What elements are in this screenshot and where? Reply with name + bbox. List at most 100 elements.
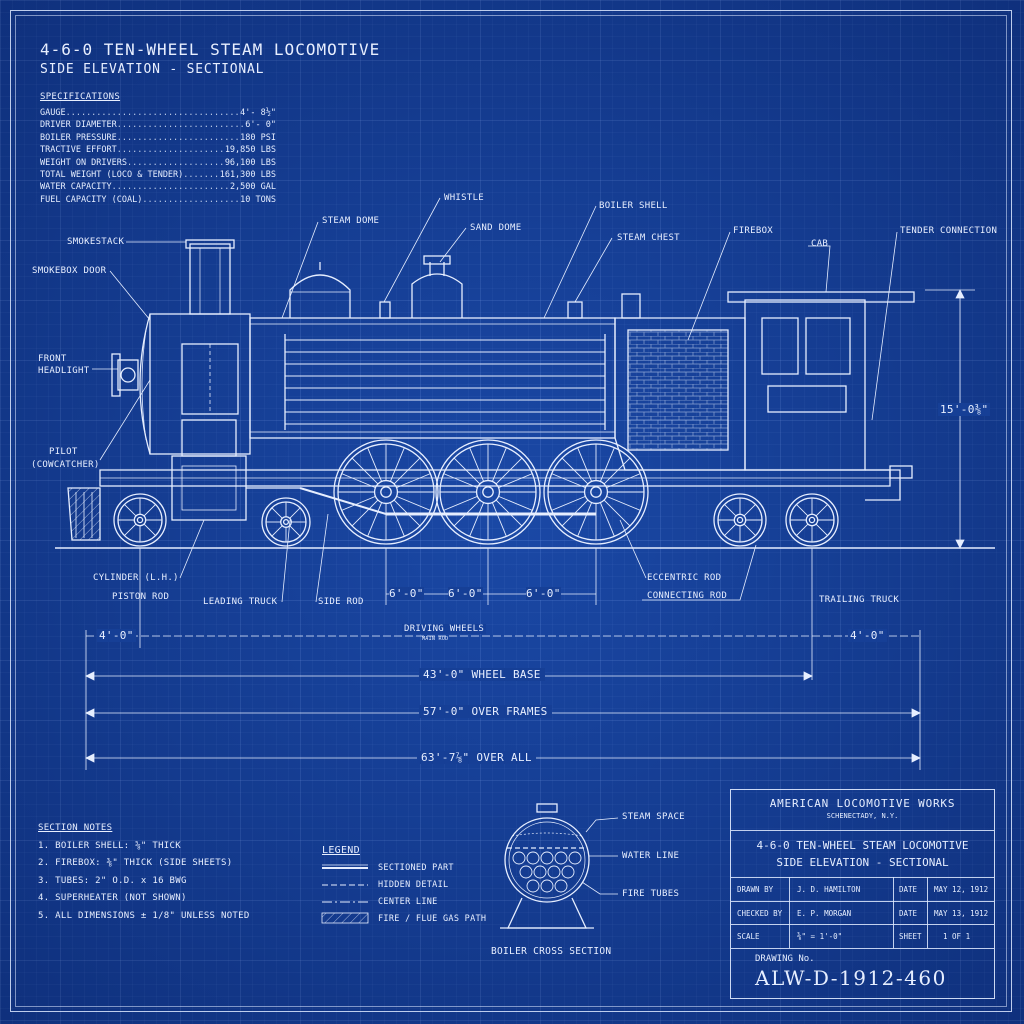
spec-row: TRACTIVE EFFORT.........................… [40,145,276,155]
sheet-label: SHEET [899,932,922,941]
label-front-headlight: FRONT [38,354,67,364]
spec-label: GAUGE [40,108,66,118]
label-boiler-shell: BOILER SHELL [599,201,668,211]
fire-tube [554,879,568,893]
spec-row: FUEL CAPACITY (COAL)....................… [40,195,276,205]
section-notes-heading: SECTION NOTES [38,823,113,833]
spec-row: BOILER PRESSURE.........................… [40,133,276,143]
drawn-by-value: J. D. HAMILTON [797,885,861,894]
label-smokestack: SMOKESTACK [67,237,125,247]
spec-label: WATER CAPACITY [40,182,112,193]
drawing-number: ALW-D-1912-460 [755,966,947,990]
label-smokebox-door: SMOKEBOX DOOR [32,266,107,276]
label-piston-rod: PISTON ROD [112,592,170,602]
label-steam-space: STEAM SPACE [622,812,685,822]
drawn-date-value: MAY 12, 1912 [934,885,989,894]
section-note: 3. TUBES: 2" O.D. x 16 BWG [38,876,187,886]
label-eccentric-rod: ECCENTRIC ROD [647,573,722,583]
drawn-by-label: DRAWN BY [737,885,774,894]
legend-item: HIDDEN DETAIL [378,880,449,890]
spec-row: DRIVER DIAMETER.........................… [40,120,276,130]
label-steam-dome: STEAM DOME [322,216,380,226]
legend-item: CENTER LINE [378,897,438,907]
dim-driver-spacing-2: 6'-0" [448,587,483,600]
section-note: 1. BOILER SHELL: ⅝" THICK [38,841,181,851]
driving-wheel [543,439,649,545]
scale-label: SCALE [737,932,760,941]
spec-row: WATER CAPACITY..........................… [40,182,276,192]
spec-row: GAUGE...................................… [40,108,276,118]
spec-label: DRIVER DIAMETER [40,120,117,131]
spec-leader-dots: ........................................… [116,120,246,131]
label-steam-chest: STEAM CHEST [617,233,680,243]
fire-tube [540,851,554,865]
checked-by-value: E. P. MORGAN [797,909,852,918]
label-driving-wheels-sub: MAIN ROD [422,636,449,642]
label-tender-connection: TENDER CONNECTION [900,226,998,236]
dim-driver-spacing-1: 6'-0" [389,587,424,600]
dim-driver-spacing-3: 6'-0" [526,587,561,600]
title-block-divider [731,877,994,878]
title-block-divider [731,924,994,925]
section-note: 5. ALL DIMENSIONS ± 1/8" UNLESS NOTED [38,911,250,921]
drawing-subtitle: SIDE ELEVATION - SECTIONAL [40,62,265,77]
date-label: DATE [899,885,918,894]
checked-date-value: MAY 13, 1912 [934,909,989,918]
spec-value: 4'- 8½" [240,108,276,118]
legend-heading: LEGEND [322,845,360,856]
fire-tube [526,851,540,865]
fire-tube [512,851,526,865]
driving-wheel [435,439,541,545]
title-block-divider [893,877,894,948]
dim-rear-overhang: 4'-0" [848,629,887,642]
label-connecting-rod: CONNECTING ROD [647,591,728,601]
fire-tube [547,865,561,879]
title-block-divider [731,948,994,949]
leading-wheel [261,497,311,547]
spec-label: BOILER PRESSURE [40,132,117,143]
company-name: AMERICAN LOCOMOTIVE WORKS [769,797,956,810]
dim-height: 15'-0⅜" [938,403,991,416]
spec-leader-dots: ........................................… [111,182,230,193]
title-block-divider [731,830,994,831]
cross-section-caption: BOILER CROSS SECTION [491,946,612,957]
label-pilot-2: (COWCATCHER) [31,460,100,470]
fire-tube [519,865,533,879]
date-label: DATE [899,909,918,918]
label-leading-truck: LEADING TRUCK [203,597,278,607]
label-side-rod: SIDE ROD [318,597,364,607]
label-firebox: FIREBOX [733,226,774,236]
spec-leader-dots: ........................................… [65,108,241,118]
sheet-value: 1 OF 1 [943,932,971,941]
spec-label: WEIGHT ON DRIVERS [40,157,127,168]
block-title-2: SIDE ELEVATION - SECTIONAL [776,856,949,869]
fire-tube [526,879,540,893]
trailing-wheel [713,493,767,547]
spec-value: 6'- 0" [245,120,276,131]
label-whistle: WHISTLE [444,193,485,203]
label-cylinder: CYLINDER (L.H.) [93,573,179,583]
dim-wheel-base: 43'-0" WHEEL BASE [419,668,545,681]
spec-value: 10 TONS [240,194,276,205]
spec-label: TRACTIVE EFFORT [40,145,117,156]
spec-row: TOTAL WEIGHT (LOCO & TENDER)............… [40,170,276,180]
spec-value: 180 PSI [240,132,276,143]
fire-tube [533,865,547,879]
title-block: AMERICAN LOCOMOTIVE WORKS SCHENECTADY, N… [730,789,995,999]
label-fire-tubes: FIRE TUBES [622,889,680,899]
title-block-divider [731,901,994,902]
spec-value: 161,300 LBS [219,170,276,180]
checked-by-label: CHECKED BY [737,909,783,918]
label-water-line: WATER LINE [622,851,680,861]
legend-item: FIRE / FLUE GAS PATH [378,914,487,924]
fire-tube [568,851,582,865]
section-note: 2. FIREBOX: ⅜" THICK (SIDE SHEETS) [38,858,233,868]
outer-border [10,10,1012,1012]
spec-leader-dots: ........................................… [116,132,240,143]
label-front-headlight-2: HEADLIGHT [38,366,90,376]
spec-value: 19,850 LBS [224,145,276,156]
spec-row: WEIGHT ON DRIVERS.......................… [40,158,276,168]
section-note: 4. SUPERHEATER (NOT SHOWN) [38,893,187,903]
